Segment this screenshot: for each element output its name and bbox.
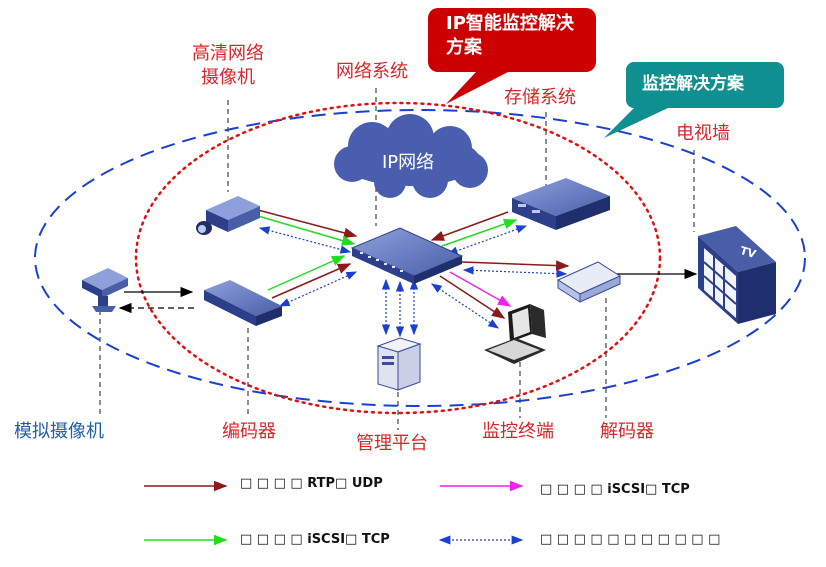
storage-system-icon — [512, 178, 610, 230]
legend-text-blue: □ □ □ □ □ □ □ □ □ □ □ — [540, 532, 721, 547]
arrow-storage-blue — [446, 225, 528, 255]
hd-camera-label-line2: 摄像机 — [201, 67, 255, 88]
monitor-terminal-label: 监控终端 — [482, 421, 554, 442]
ip-solution-callout-text: IP智能监控解决方案 — [446, 13, 574, 58]
monitor-solution-callout-text: 监控解决方案 — [642, 74, 744, 94]
decoder-label: 解码器 — [600, 421, 654, 442]
management-server-icon — [376, 337, 422, 391]
storage-system-label: 存储系统 — [504, 87, 576, 108]
arrow-decoder-red — [461, 260, 570, 271]
tv-wall-label: 电视墙 — [676, 123, 730, 144]
arrow-decoder-blue — [462, 266, 568, 278]
hd-camera-label: 高清网络 摄像机 — [172, 42, 284, 90]
ip-network-cloud — [334, 114, 488, 198]
arrow-enc-green — [267, 255, 346, 291]
decoder-device-icon — [556, 261, 622, 303]
legend-text-pink: □ □ □ □ iSCSI□ TCP — [540, 482, 690, 497]
ip-network-label: IP网络 — [382, 152, 435, 173]
analog-camera-icon — [82, 268, 128, 312]
legend-text-red: □ □ □ □ RTP□ UDP — [240, 476, 383, 491]
encoder-device-icon — [204, 280, 282, 326]
ip-solution-callout — [428, 8, 596, 104]
legend-text-green: □ □ □ □ iSCSI□ TCP — [240, 532, 390, 547]
arrow-cam-green — [257, 215, 356, 246]
hd-camera-label-line1: 高清网络 — [192, 43, 264, 64]
inner-red-ellipse — [134, 101, 662, 415]
management-platform-label: 管理平台 — [356, 433, 428, 454]
monitor-terminal-icon — [484, 304, 546, 364]
analog-camera-label: 模拟摄像机 — [14, 421, 104, 442]
monitor-solution-callout — [604, 62, 784, 138]
network-system-label: 网络系统 — [336, 61, 408, 82]
tv-wall-icon — [698, 226, 776, 324]
outer-blue-ellipse — [34, 109, 806, 407]
arrow-enc-red — [271, 263, 352, 299]
hd-network-camera-icon — [196, 196, 260, 235]
network-switch-icon — [350, 227, 464, 284]
leader-lines — [99, 88, 695, 430]
arrow-cam-red — [257, 209, 358, 238]
arrow-cam-blue — [258, 226, 352, 254]
encoder-label: 编码器 — [222, 421, 276, 442]
arrow-enc-blue — [278, 271, 358, 307]
arrow-term-blue — [431, 283, 499, 329]
